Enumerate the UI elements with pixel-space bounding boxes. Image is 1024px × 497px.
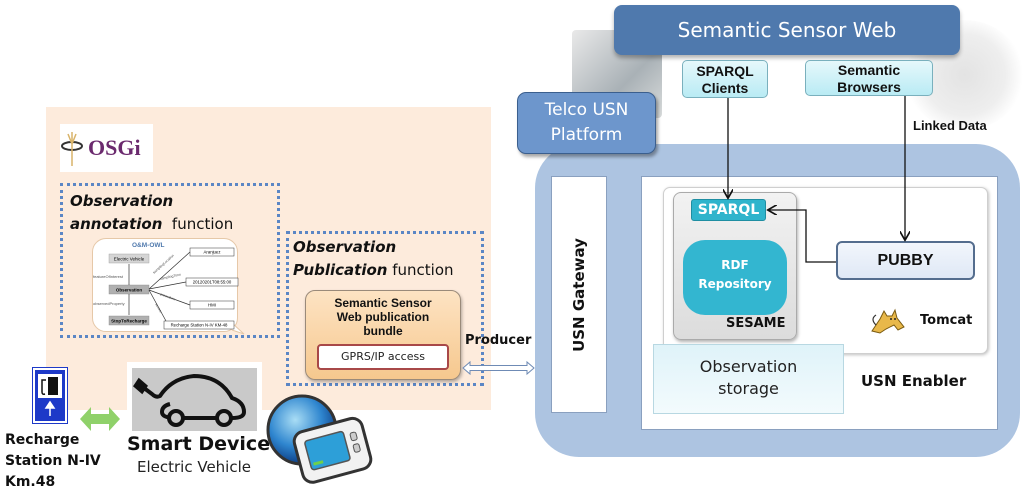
obs-storage-line2: storage [718, 379, 779, 398]
charger-pump-icon [38, 374, 62, 416]
usn-gateway-label: USN Gateway [570, 237, 588, 352]
charging-station-icon [32, 367, 68, 424]
node-feature-label: Electric Vehicle [114, 257, 145, 262]
edge-property-label: observedProperty [93, 301, 125, 306]
obs-storage-line1: Observation [699, 357, 798, 376]
electric-vehicle-label: Electric Vehicle [137, 458, 251, 476]
annot-line2-plain: function [171, 215, 234, 233]
annotation-function-title: Observation annotation function [70, 190, 233, 236]
rdf-repository: RDF Repository [683, 240, 787, 315]
semantic-sensor-web-header: Semantic Sensor Web [614, 5, 960, 55]
telco-usn-platform-box: Telco USN Platform [517, 92, 656, 154]
pub-line2-italic: Publication [293, 261, 388, 279]
node-station-label: Recharge Station N-IV KM-48 [171, 323, 228, 328]
recharge-station-label: Recharge Station N-IV Km.48 [5, 430, 101, 493]
sparql-clients-line2: Clients [701, 80, 749, 96]
node-procedure-label: HMI [208, 303, 216, 308]
edge-sensor-label: sensor [154, 303, 163, 315]
observation-publication-box [286, 231, 484, 386]
producer-label: Producer [465, 333, 532, 348]
bundle-title: Semantic Sensor Web publication bundle [305, 296, 461, 338]
electric-car-icon [132, 368, 257, 431]
usn-enabler-label: USN Enabler [861, 372, 967, 390]
sparql-clients-box: SPARQL Clients [682, 60, 768, 98]
smart-device-title: Smart Device [127, 433, 271, 455]
osgi-logo: OSGi [60, 124, 153, 172]
node-property-label: StopToRecharge [111, 319, 147, 324]
annot-line1: Observation [70, 192, 174, 210]
edge-feature-label: featureOfInterest [93, 274, 124, 279]
bundle-line1: Semantic Sensor [334, 296, 432, 310]
recharge-line3: Km.48 [5, 474, 56, 490]
bundle-line3: bundle [363, 324, 403, 338]
edge-procedure-label: procedure [160, 292, 176, 301]
observation-storage-box: Observation storage [653, 344, 844, 414]
node-property [108, 315, 150, 326]
sesame-label: SESAME [726, 316, 786, 331]
rdf-line1: RDF [721, 258, 749, 272]
node-feature [108, 253, 150, 264]
recharge-line1: Recharge [5, 432, 80, 448]
sparql-clients-line1: SPARQL [696, 63, 754, 79]
usn-gateway-label-wrap: USN Gateway [551, 176, 607, 413]
publication-function-title: Observation Publication function [293, 236, 454, 282]
tomcat-label: Tomcat [920, 313, 973, 328]
edge-time-label: samplingTime [159, 273, 181, 281]
bidirectional-arrow-icon [80, 407, 120, 431]
telco-line2: Platform [550, 125, 623, 145]
node-time-label: 20120201T08:55:00 [193, 280, 232, 285]
tomcat-cat-icon [871, 308, 905, 334]
osgi-emblem-icon [61, 132, 83, 166]
node-station [163, 320, 235, 330]
annot-line2-italic: annotation [70, 215, 163, 233]
bundle-line2: Web publication [336, 310, 430, 324]
sparql-endpoint: SPARQL [691, 199, 766, 221]
telco-line1: Telco USN [544, 100, 629, 120]
ontology-graph: O&M-OWL Electric Vehicle Observation Sto… [93, 242, 245, 335]
semantic-browsers-line2: Browsers [837, 79, 901, 95]
pub-line1: Observation [293, 238, 397, 256]
node-location-label: Aranjuez [204, 250, 221, 255]
linked-data-label: Linked Data [913, 118, 987, 133]
pubby-box: PUBBY [836, 241, 975, 280]
usn-gateway-box [551, 176, 607, 413]
gprs-ip-access-box: GPRS/IP access [317, 344, 449, 370]
edge-location-label: samplingLocation [152, 254, 175, 275]
semantic-browsers-box: Semantic Browsers [805, 60, 933, 96]
semantic-browsers-line1: Semantic [837, 62, 901, 78]
osgi-logo-text: OSGi [88, 135, 141, 160]
globe-device-icon [266, 394, 373, 484]
recharge-line2: Station N-IV [5, 453, 101, 469]
node-observation-label: Observation [116, 288, 143, 293]
car-plug-icon [133, 373, 247, 427]
rdf-line2: Repository [698, 277, 772, 291]
pub-line2-plain: function [392, 261, 454, 279]
ontology-title: O&M-OWL [132, 242, 165, 249]
observation-annotation-box [60, 183, 280, 338]
